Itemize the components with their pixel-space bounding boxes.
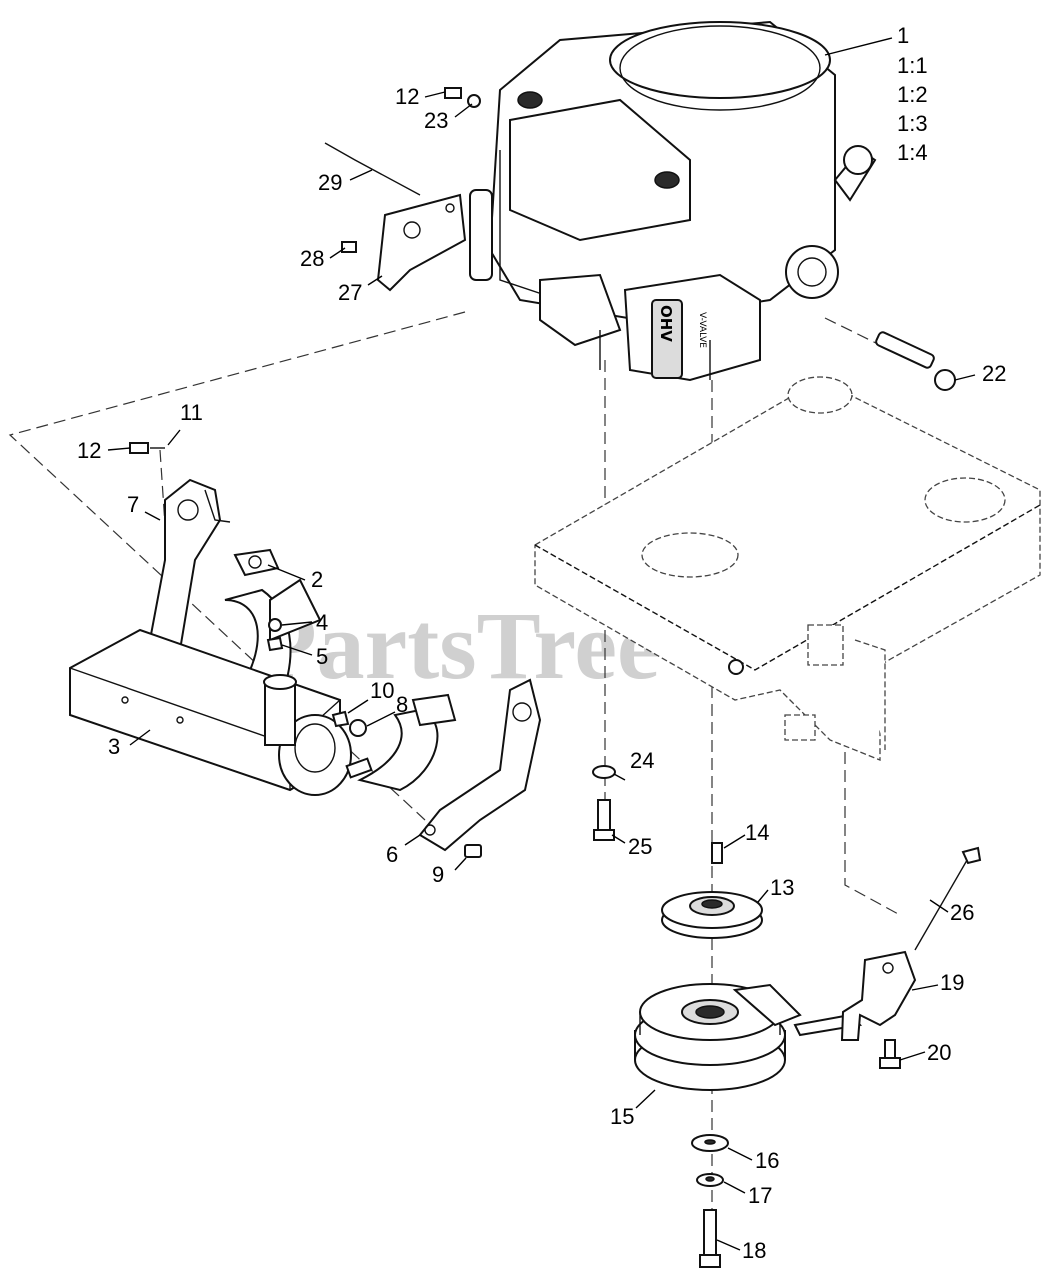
small-fasteners-top	[341, 87, 481, 253]
callout-11: 11	[180, 400, 203, 425]
part-14-key	[711, 842, 723, 864]
callout-14: 14	[745, 820, 769, 845]
engine: OHV V-VALVE	[469, 20, 877, 382]
callout-26: 26	[950, 900, 974, 925]
callout-17: 17	[748, 1183, 772, 1208]
callout-1-1: 1:1	[897, 53, 928, 78]
callout-22: 22	[982, 361, 1006, 386]
callout-15: 15	[610, 1104, 634, 1129]
callout-9: 9	[432, 862, 444, 887]
part-22-fitting	[875, 331, 956, 391]
callout-12-top: 12	[395, 84, 419, 109]
part-26-strap	[914, 846, 982, 951]
callout-1-2: 1:2	[897, 82, 928, 107]
part-27-bracket	[376, 193, 467, 292]
ohv-plate	[651, 299, 683, 379]
callout-1-4: 1:4	[897, 140, 928, 165]
mower-frame	[534, 376, 1041, 761]
callout-18: 18	[742, 1238, 766, 1263]
callout-27: 27	[338, 280, 362, 305]
callout-8: 8	[396, 692, 408, 717]
callout-16: 16	[755, 1148, 779, 1173]
callout-7: 7	[127, 492, 139, 517]
part-29-cable	[324, 142, 421, 196]
callout-24: 24	[630, 748, 654, 773]
callout-1-3: 1:3	[897, 111, 928, 136]
callout-3: 3	[108, 734, 120, 759]
callout-2: 2	[311, 567, 323, 592]
callout-13: 13	[770, 875, 794, 900]
callout-25: 25	[628, 834, 652, 859]
callout-6: 6	[386, 842, 398, 867]
part-19-bracket	[840, 950, 917, 1041]
callout-20: 20	[927, 1040, 951, 1065]
callout-10: 10	[370, 678, 394, 703]
callout-4: 4	[316, 610, 328, 635]
callout-1: 1	[897, 23, 909, 48]
callout-23: 23	[424, 108, 448, 133]
ohv-label: OHV	[657, 305, 675, 342]
part-16-17-18-fasteners	[691, 1134, 729, 1268]
valve-label: V-VALVE	[697, 312, 707, 348]
callouts: 1 1:1 1:2 1:3 1:4 12 23 29 28 27 22 11 1…	[77, 23, 1006, 1263]
part-13-pulley	[661, 891, 763, 939]
callout-29: 29	[318, 170, 342, 195]
leader-lines	[107, 37, 976, 1251]
callout-28: 28	[300, 246, 324, 271]
part-15-clutch	[634, 983, 863, 1091]
part-20-bolt	[879, 1039, 901, 1069]
part-24-25-fasteners	[592, 765, 616, 841]
muffler-assembly	[69, 442, 542, 858]
callout-12-left: 12	[77, 438, 101, 463]
callout-19: 19	[940, 970, 964, 995]
callout-5: 5	[316, 644, 328, 669]
